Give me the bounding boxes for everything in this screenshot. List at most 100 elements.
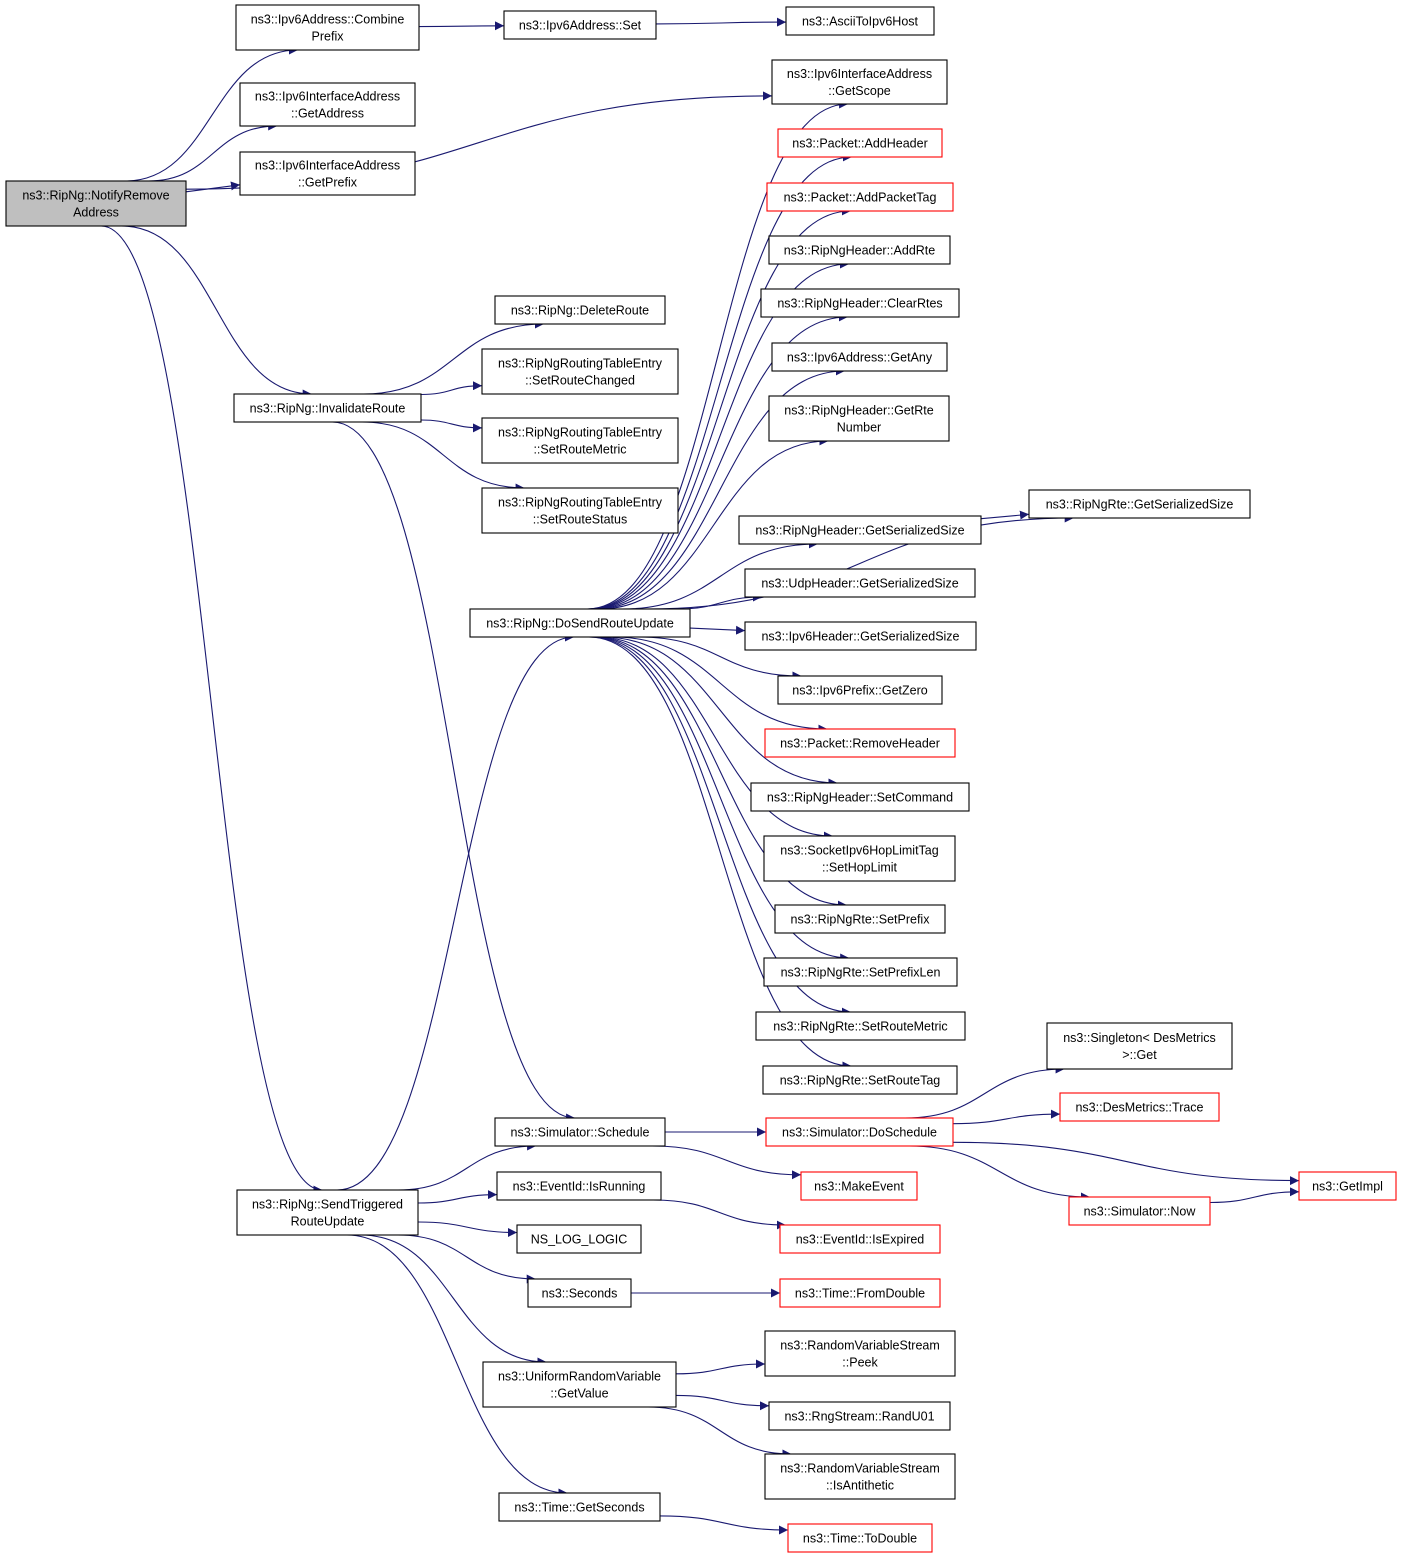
node-label-line: ::SetHopLimit xyxy=(822,861,898,875)
node-box xyxy=(777,675,943,705)
node-label-line: ns3::RipNg::InvalidateRoute xyxy=(250,402,406,416)
node-box xyxy=(469,608,691,638)
node-label-line: ::SetRouteMetric xyxy=(533,443,626,457)
graph-node-getseconds[interactable]: ns3::Time::GetSeconds xyxy=(498,1492,661,1522)
graph-node-getzero[interactable]: ns3::Ipv6Prefix::GetZero xyxy=(777,675,943,705)
node-label-line: ::GetScope xyxy=(828,84,891,98)
call-edge-dosend-to-rtesetmetric xyxy=(589,636,851,1017)
graph-node-getvalue[interactable]: ns3::UniformRandomVariable::GetValue xyxy=(482,1361,677,1408)
graph-node-addrte[interactable]: ns3::RipNgHeader::AddRte xyxy=(768,235,951,265)
node-label-line: ns3::Ipv6Address::GetAny xyxy=(787,351,933,365)
graph-node-loglogic[interactable]: NS_LOG_LOGIC xyxy=(516,1224,642,1254)
graph-node-ascii[interactable]: ns3::AsciiToIpv6Host xyxy=(785,6,935,36)
node-box xyxy=(738,515,982,545)
graph-node-dosend[interactable]: ns3::RipNg::DoSendRouteUpdate xyxy=(469,608,691,638)
graph-node-getprefix[interactable]: ns3::Ipv6InterfaceAddress::GetPrefix xyxy=(239,151,416,196)
node-label-line: ns3::Simulator::Now xyxy=(1084,1205,1197,1219)
call-edge-doschedule-to-trace xyxy=(952,1109,1061,1125)
graph-node-addpackettag[interactable]: ns3::Packet::AddPacketTag xyxy=(766,182,954,212)
graph-node-todouble[interactable]: ns3::Time::ToDouble xyxy=(787,1523,933,1553)
call-edge-notify-to-getaddr xyxy=(148,121,278,182)
graph-node-removeheader[interactable]: ns3::Packet::RemoveHeader xyxy=(764,728,956,758)
graph-node-doschedule[interactable]: ns3::Simulator::DoSchedule xyxy=(765,1117,954,1147)
call-edge-dosend-to-getany xyxy=(594,366,845,610)
node-label-line: ns3::RipNgHeader::SetCommand xyxy=(767,791,953,805)
node-box xyxy=(768,395,950,442)
node-label-line: ns3::RipNgRoutingTableEntry xyxy=(498,496,663,510)
graph-node-now[interactable]: ns3::Simulator::Now xyxy=(1068,1196,1211,1226)
graph-node-set[interactable]: ns3::Ipv6Address::Set xyxy=(503,10,657,40)
node-label-line: ns3::RipNgRte::SetRouteTag xyxy=(780,1074,941,1088)
node-label-line: ns3::RipNgRoutingTableEntry xyxy=(498,426,663,440)
graph-node-rteserial[interactable]: ns3::RipNgRte::GetSerializedSize xyxy=(1028,489,1251,519)
graph-node-setroutetag[interactable]: ns3::RipNgRte::SetRouteTag xyxy=(762,1065,958,1095)
node-box xyxy=(1059,1092,1220,1122)
node-label-line: ns3::RandomVariableStream xyxy=(780,1339,940,1353)
call-edge-now-to-getimpl xyxy=(1209,1187,1300,1204)
node-box xyxy=(755,1011,966,1041)
graph-node-udpserial[interactable]: ns3::UdpHeader::GetSerializedSize xyxy=(744,568,976,598)
node-box xyxy=(481,487,679,534)
call-edge-getvalue-to-randu01 xyxy=(675,1394,770,1411)
node-label-line: RouteUpdate xyxy=(291,1215,365,1229)
node-box xyxy=(1298,1171,1397,1201)
graph-node-getany[interactable]: ns3::Ipv6Address::GetAny xyxy=(771,342,948,372)
graph-node-schedule[interactable]: ns3::Simulator::Schedule xyxy=(494,1117,666,1147)
node-box xyxy=(771,59,948,105)
node-label-line: ns3::RipNgHeader::ClearRtes xyxy=(777,297,942,311)
node-label-line: ns3::RipNg::DeleteRoute xyxy=(511,304,649,318)
graph-node-setstatus[interactable]: ns3::RipNgRoutingTableEntry::SetRouteSta… xyxy=(481,487,679,534)
graph-node-getimpl[interactable]: ns3::GetImpl xyxy=(1298,1171,1397,1201)
node-box xyxy=(527,1278,632,1308)
graph-node-peek[interactable]: ns3::RandomVariableStream::Peek xyxy=(764,1330,956,1377)
node-label-line: ns3::RipNgRte::SetRouteMetric xyxy=(773,1020,947,1034)
graph-node-isexpired[interactable]: ns3::EventId::IsExpired xyxy=(779,1224,941,1254)
graph-node-addheader[interactable]: ns3::Packet::AddHeader xyxy=(777,128,943,158)
graph-node-singleton[interactable]: ns3::Singleton< DesMetrics>::Get xyxy=(1046,1022,1233,1070)
node-label-line: ns3::Singleton< DesMetrics xyxy=(1063,1031,1216,1045)
graph-node-ipv6serial[interactable]: ns3::Ipv6Header::GetSerializedSize xyxy=(744,621,977,651)
graph-node-isantithetic[interactable]: ns3::RandomVariableStream::IsAntithetic xyxy=(764,1453,956,1500)
node-label-line: ns3::MakeEvent xyxy=(814,1180,904,1194)
node-label-line: ns3::RipNgRte::SetPrefix xyxy=(791,913,931,927)
graph-node-setcommand[interactable]: ns3::RipNgHeader::SetCommand xyxy=(750,782,970,812)
call-edge-sendtriggered-to-getseconds xyxy=(346,1234,568,1498)
graph-node-setmetric[interactable]: ns3::RipNgRoutingTableEntry::SetRouteMet… xyxy=(481,417,679,464)
graph-node-getscope[interactable]: ns3::Ipv6InterfaceAddress::GetScope xyxy=(771,59,948,105)
node-box xyxy=(498,1492,661,1522)
graph-node-isrunning[interactable]: ns3::EventId::IsRunning xyxy=(496,1171,662,1201)
node-label-line: ns3::RipNgHeader::AddRte xyxy=(784,244,936,258)
call-edge-dosend-to-hdrserial xyxy=(622,539,818,610)
node-box xyxy=(496,1171,662,1201)
node-label-line: Prefix xyxy=(312,30,345,44)
graph-node-rtesetmetric[interactable]: ns3::RipNgRte::SetRouteMetric xyxy=(755,1011,966,1041)
graph-node-setprefixlen[interactable]: ns3::RipNgRte::SetPrefixLen xyxy=(763,957,958,987)
graph-node-trace[interactable]: ns3::DesMetrics::Trace xyxy=(1059,1092,1220,1122)
graph-node-setprefix[interactable]: ns3::RipNgRte::SetPrefix xyxy=(774,904,946,934)
node-box xyxy=(5,180,187,227)
graph-node-randu01[interactable]: ns3::RngStream::RandU01 xyxy=(768,1401,951,1431)
graph-node-setchanged[interactable]: ns3::RipNgRoutingTableEntry::SetRouteCha… xyxy=(481,348,679,395)
graph-node-deleteroute[interactable]: ns3::RipNg::DeleteRoute xyxy=(494,295,666,325)
node-box xyxy=(481,348,679,395)
graph-node-invalidate[interactable]: ns3::RipNg::InvalidateRoute xyxy=(233,393,422,423)
node-label-line: ns3::RipNg::DoSendRouteUpdate xyxy=(486,617,674,631)
graph-node-hdrserial[interactable]: ns3::RipNgHeader::GetSerializedSize xyxy=(738,515,982,545)
graph-node-sethoplimit[interactable]: ns3::SocketIpv6HopLimitTag::SetHopLimit xyxy=(763,835,956,882)
node-label-line: ns3::Packet::AddHeader xyxy=(792,137,928,151)
graph-node-fromdouble[interactable]: ns3::Time::FromDouble xyxy=(779,1278,941,1308)
node-label-line: ::IsAntithetic xyxy=(826,1479,894,1493)
call-edge-dosend-to-getrtenumber xyxy=(599,436,829,610)
node-box xyxy=(774,904,946,934)
call-edge-dosend-to-addpackettag xyxy=(589,206,851,610)
graph-node-makeevent[interactable]: ns3::MakeEvent xyxy=(800,1171,918,1201)
graph-node-seconds[interactable]: ns3::Seconds xyxy=(527,1278,632,1308)
node-box xyxy=(768,235,951,265)
call-edge-dosend-to-clearrtes xyxy=(592,312,848,610)
graph-node-clearrtes[interactable]: ns3::RipNgHeader::ClearRtes xyxy=(760,288,960,318)
graph-node-getaddr[interactable]: ns3::Ipv6InterfaceAddress::GetAddress xyxy=(239,82,416,127)
